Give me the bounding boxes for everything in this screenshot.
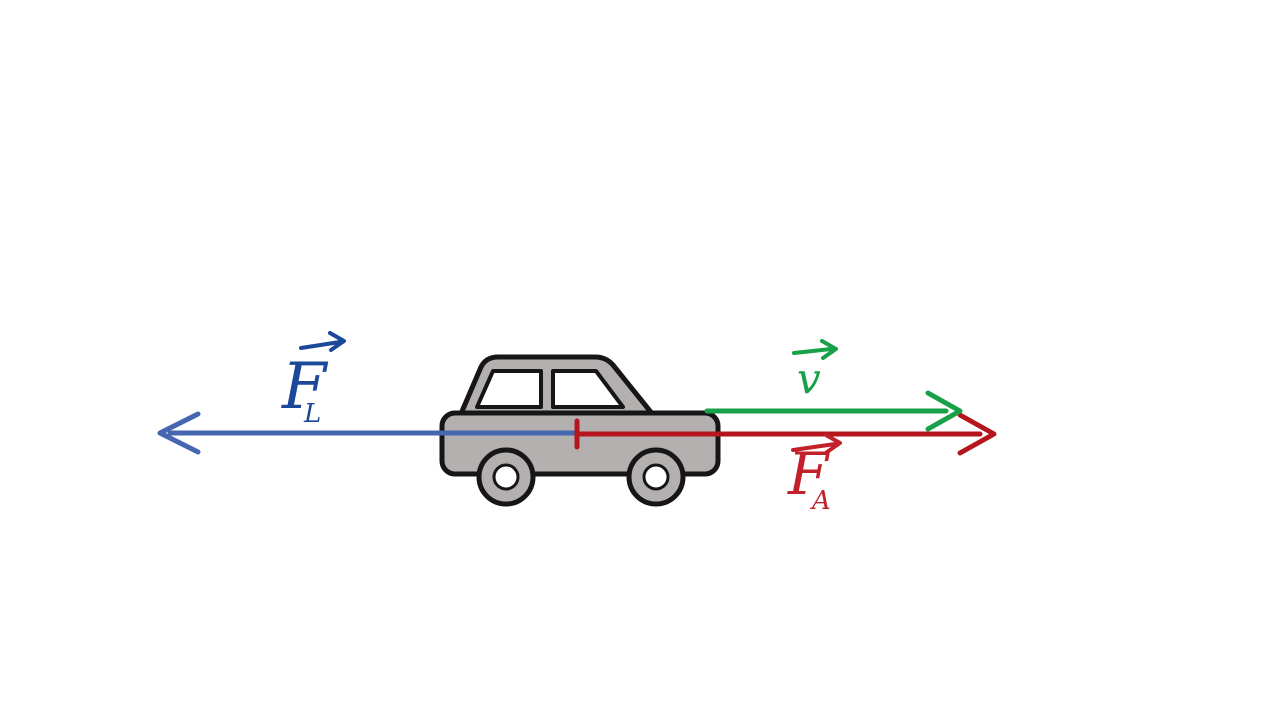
drive-force-arrowhead: [957, 412, 997, 456]
car-rear-window: [475, 369, 543, 409]
drive-force-vector: [574, 412, 997, 456]
car-rear-wheel-hub: [492, 463, 520, 491]
drive-force-symbol: F: [787, 440, 830, 508]
resistance-force-arrowhead: [157, 411, 201, 455]
resistance-force-symbol: F: [281, 350, 329, 424]
resistance-force-label: F L: [281, 331, 346, 429]
drive-vector-hat-icon: [791, 433, 842, 454]
velocity-symbol: v: [797, 354, 821, 403]
resistance-force-vector: [157, 411, 579, 455]
resistance-vector-hat-icon: [299, 331, 346, 352]
car-front-wheel-hub: [642, 463, 670, 491]
drive-force-label: F A: [787, 433, 842, 516]
drive-force-subscript: A: [810, 486, 831, 516]
velocity-label: v: [792, 339, 838, 403]
car: [439, 354, 721, 507]
resistance-force-subscript: L: [303, 399, 321, 429]
velocity-vector-hat-icon: [792, 339, 838, 360]
velocity-vector: [704, 390, 963, 432]
car-front-window: [551, 369, 625, 409]
velocity-arrowhead: [925, 390, 963, 432]
